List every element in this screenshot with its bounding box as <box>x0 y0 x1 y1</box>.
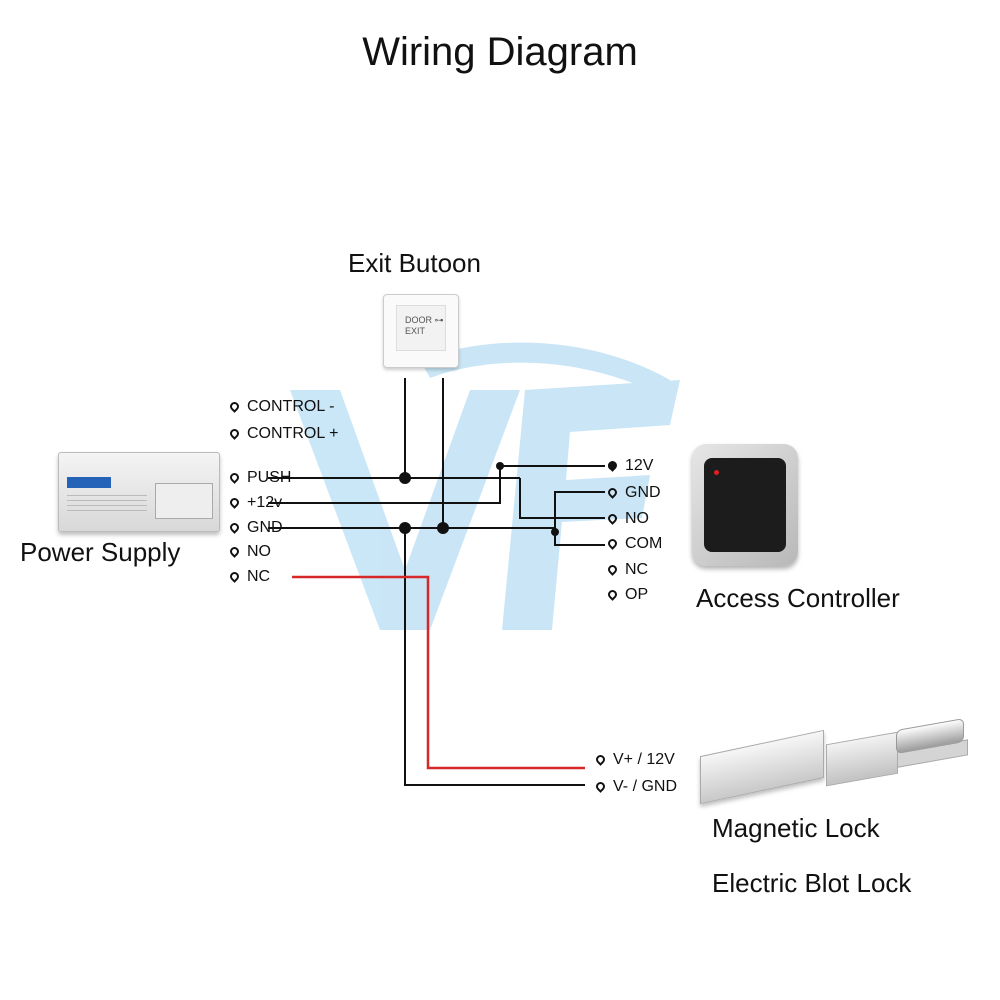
pin-icon <box>228 495 241 509</box>
lock-terminal-v-minus: V- / GND <box>594 778 677 796</box>
pin-icon <box>606 536 619 550</box>
pin-icon <box>228 426 241 440</box>
access-controller-label: Access Controller <box>696 583 900 613</box>
pin-icon <box>228 569 241 583</box>
ps-terminal-12v: +12v <box>228 494 282 512</box>
pin-icon <box>606 485 619 499</box>
lock-ground-wire <box>404 528 585 786</box>
ac-terminal-12v: 12V <box>606 457 653 475</box>
ps-terminal-no: NO <box>228 543 271 561</box>
junction-dot <box>608 462 616 470</box>
pin-icon <box>606 511 619 525</box>
ac-terminal-nc: NC <box>606 561 648 579</box>
magnetic-lock-label: Magnetic Lock <box>712 813 880 843</box>
pin-icon <box>228 520 241 534</box>
junction-dot <box>399 522 411 534</box>
access-controller-image <box>692 444 798 566</box>
ps-terminal-nc: NC <box>228 568 270 586</box>
pin-icon <box>228 470 241 484</box>
exit-button-label: Exit Butoon <box>348 248 481 278</box>
junction-dot <box>399 472 411 484</box>
ac-terminal-op: OP <box>606 586 648 604</box>
electric-bolt-lock-label: Electric Blot Lock <box>712 868 912 898</box>
ac-terminal-no: NO <box>606 510 649 528</box>
junction-dot <box>496 462 504 470</box>
pin-icon <box>594 752 607 766</box>
push-to-no-wire <box>519 478 605 519</box>
exit-button-face-text: DOOR ⊶ EXIT <box>405 315 444 336</box>
ps-terminal-control-minus: CONTROL - <box>228 398 334 416</box>
ac-terminal-gnd: GND <box>606 484 661 502</box>
ac-terminal-com: COM <box>606 535 662 553</box>
gnd-to-com-wire <box>268 527 605 546</box>
gnd-to-gnd-wire <box>554 491 605 528</box>
ps-terminal-gnd: GND <box>228 519 283 537</box>
pin-icon <box>606 587 619 601</box>
exit-button-image: DOOR ⊶ EXIT <box>383 294 459 368</box>
junction-dot <box>437 522 449 534</box>
diagram-title: Wiring Diagram <box>362 30 638 74</box>
pin-icon <box>606 458 619 472</box>
pin-icon <box>228 399 241 413</box>
lock-terminal-v-plus: V+ / 12V <box>594 751 675 769</box>
junction-dot <box>551 528 559 536</box>
ps-terminal-push: PUSH <box>228 469 291 487</box>
power-supply-image <box>58 452 220 532</box>
pin-icon <box>594 779 607 793</box>
pin-icon <box>606 562 619 576</box>
ps-terminal-control-plus: CONTROL + <box>228 425 338 443</box>
pin-icon <box>228 544 241 558</box>
12v-wire <box>268 465 605 504</box>
watermark-logo <box>290 342 680 630</box>
lock-power-wire <box>292 575 585 770</box>
power-supply-label: Power Supply <box>20 537 181 567</box>
